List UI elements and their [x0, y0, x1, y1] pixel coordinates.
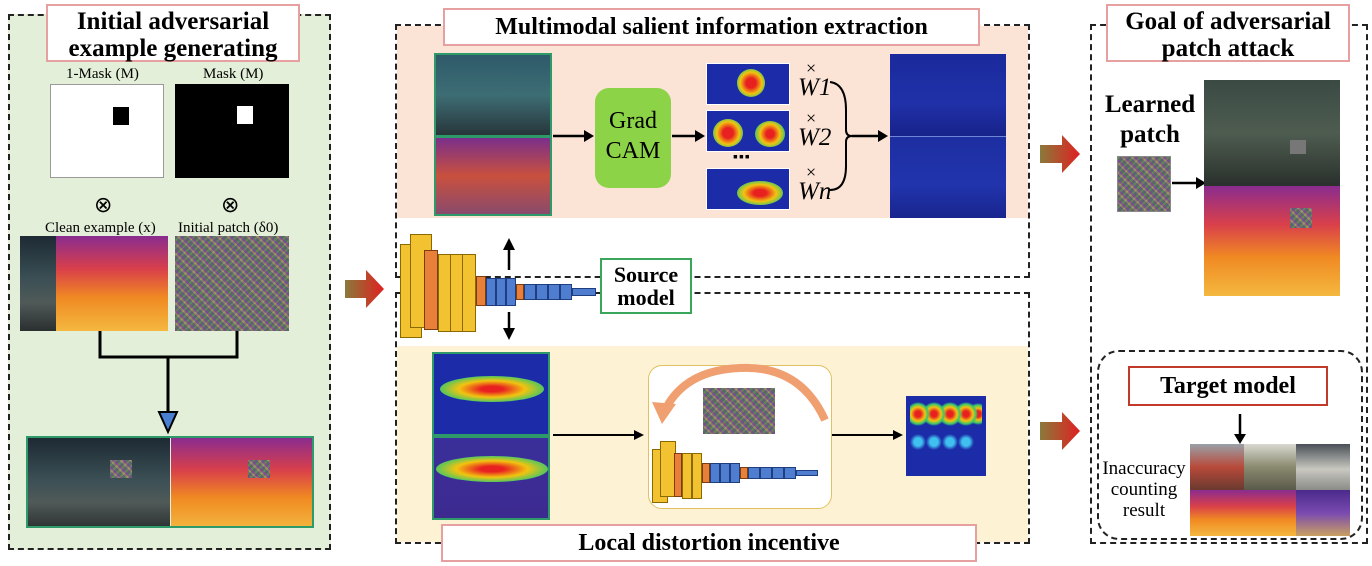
- result-thermal-3: [1296, 490, 1350, 536]
- grad-cam-line1: Grad: [609, 108, 657, 134]
- result-grid: [1190, 444, 1350, 536]
- attacked-thermal-image: [1204, 186, 1340, 296]
- weight-1: W1: [798, 74, 832, 101]
- inaccuracy-line2: counting: [1110, 479, 1178, 500]
- target-down-arrow: [1234, 414, 1246, 444]
- result-thermal-1: [1190, 490, 1244, 536]
- rgb-input-image: [434, 53, 552, 137]
- times-2: ×: [806, 108, 817, 128]
- source-model-box: Source model: [600, 258, 692, 314]
- inaccuracy-line1: Inaccuracy: [1102, 458, 1186, 479]
- learned-patch-line1: Learned: [1104, 91, 1196, 118]
- result-crowd-2: [1244, 444, 1296, 490]
- distortion-title: Local distortion incentive: [441, 524, 977, 562]
- source-model-line2: model: [617, 285, 675, 310]
- attacked-rgb-image: [1204, 80, 1340, 186]
- learned-patch-label: Learned patch: [1096, 90, 1204, 150]
- distortion-output-map: [906, 396, 986, 476]
- mask-label: Mask (M): [203, 66, 264, 82]
- times-1: ×: [806, 58, 817, 78]
- inaccuracy-line3: result: [1122, 500, 1166, 521]
- otimes-left: ⊗: [94, 192, 113, 217]
- distortion-patch-image: [703, 388, 775, 434]
- inverse-mask-label: 1-Mask (M): [66, 66, 139, 82]
- source-model-line1: Source: [613, 262, 679, 287]
- left-merge-arrows: [98, 331, 239, 435]
- heatmap-n: [706, 168, 790, 210]
- heatmap-1: [706, 63, 790, 105]
- inverse-mask-image: [50, 84, 164, 178]
- initial-patch-label: Initial patch (δ0): [178, 220, 279, 236]
- left-title-line2: example generating: [68, 35, 278, 62]
- salient-thermal-output: [890, 136, 1006, 218]
- target-model-box: Target model: [1128, 366, 1328, 406]
- heatmap-ellipsis: ▪▪▪: [733, 150, 751, 165]
- local-heat-rgb: [432, 352, 550, 436]
- grad-cam-box: Grad CAM: [595, 88, 671, 188]
- result-crowd-1: [1190, 444, 1244, 490]
- right-title-line1: Goal of adversarial: [1125, 8, 1331, 35]
- source-model-network: [400, 228, 600, 343]
- mask-image: [175, 84, 289, 178]
- result-crowd-3: [1296, 444, 1350, 490]
- salient-extraction-title: Multimodal salient information extractio…: [443, 8, 980, 46]
- right-panel-title: Goal of adversarial patch attack: [1106, 4, 1350, 62]
- grad-cam-line2: CAM: [605, 138, 661, 164]
- left-title-line1: Initial adversarial: [76, 8, 270, 35]
- weight-2: W2: [798, 124, 832, 151]
- heatmap-2: [706, 110, 790, 152]
- learned-patch-image: [1117, 156, 1171, 212]
- weight-n: Wn: [798, 178, 832, 205]
- distortion-loop-arrow: [652, 363, 829, 424]
- adversarial-example-image: [26, 436, 314, 528]
- learned-patch-line2: patch: [1120, 121, 1180, 148]
- right-title-line2: patch attack: [1161, 35, 1295, 62]
- left-panel-title: Initial adversarial example generating: [46, 4, 300, 62]
- distortion-network: [652, 437, 832, 503]
- result-thermal-2: [1244, 490, 1296, 536]
- otimes-right: ⊗: [221, 192, 240, 217]
- initial-patch-image: [175, 236, 289, 331]
- patch-to-image-arrow: [1172, 177, 1206, 189]
- local-heat-thermal: [432, 436, 550, 520]
- clean-example-label: Clean example (x): [45, 220, 156, 236]
- inaccuracy-label: Inaccuracy counting result: [1097, 458, 1191, 521]
- salient-rgb-output: [890, 54, 1006, 136]
- thermal-input-image: [434, 136, 552, 216]
- times-n: ×: [806, 162, 817, 182]
- clean-example-image: [20, 236, 168, 331]
